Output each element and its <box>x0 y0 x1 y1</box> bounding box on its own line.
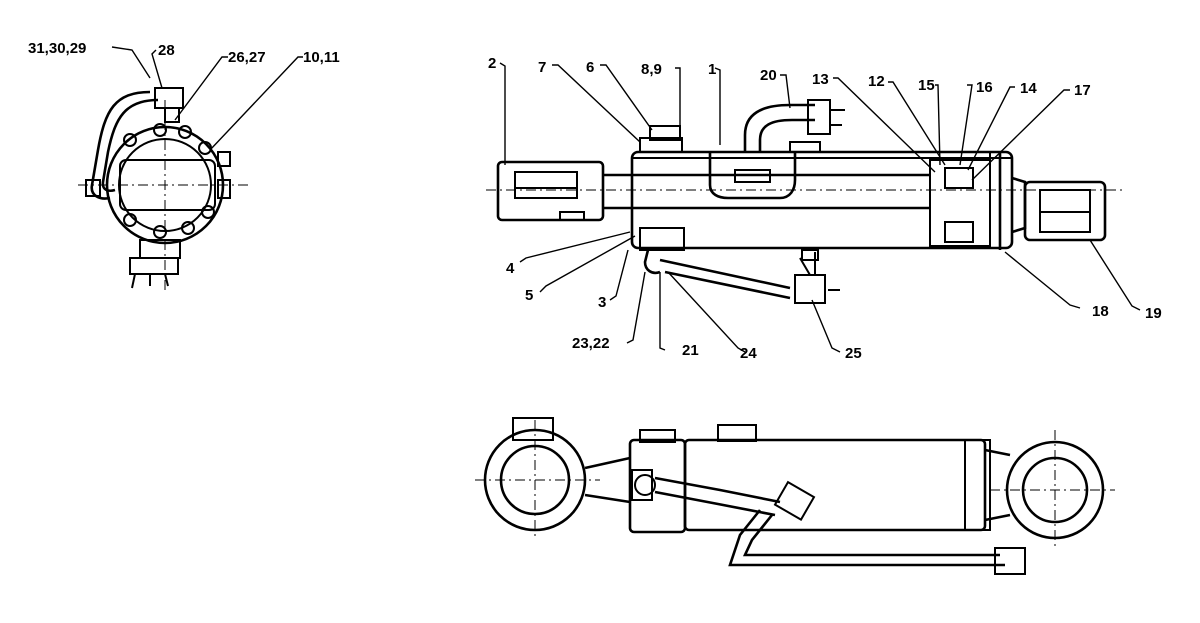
label-2: 2 <box>488 55 496 72</box>
label-3: 3 <box>598 294 606 311</box>
label-17: 17 <box>1074 82 1091 99</box>
bolt-icon <box>181 221 195 235</box>
label-4: 4 <box>506 260 515 277</box>
label-18: 18 <box>1092 303 1109 320</box>
top-view-tube <box>683 438 987 532</box>
bolt-icon <box>153 123 167 137</box>
bolt-icon <box>123 213 137 227</box>
bolt-icon <box>153 225 167 239</box>
label-21: 21 <box>682 342 699 359</box>
label-7: 7 <box>538 59 546 76</box>
label-12: 12 <box>868 73 885 90</box>
label-8-9: 8,9 <box>641 61 662 78</box>
part-labels: 31,30,29 28 26,27 10,11 2 7 6 8,9 1 20 1… <box>28 40 1162 362</box>
label-10-11: 10,11 <box>303 49 340 66</box>
label-19: 19 <box>1145 305 1162 322</box>
side-view <box>486 62 1141 353</box>
label-24: 24 <box>740 345 757 362</box>
label-5: 5 <box>525 287 533 304</box>
rod-eye-left <box>496 160 605 222</box>
bolt-icon <box>123 133 137 147</box>
label-15: 15 <box>918 77 935 94</box>
label-25: 25 <box>845 345 862 362</box>
label-28: 28 <box>158 42 175 59</box>
bolt-icon <box>201 205 215 219</box>
label-23-22: 23,22 <box>572 335 610 352</box>
label-26-27: 26,27 <box>228 49 266 66</box>
label-31-30-29: 31,30,29 <box>28 40 86 57</box>
label-6: 6 <box>586 59 594 76</box>
label-20: 20 <box>760 67 777 84</box>
label-13: 13 <box>812 71 829 88</box>
top-view <box>475 417 1115 575</box>
end-view <box>78 46 303 290</box>
label-14: 14 <box>1020 80 1037 97</box>
label-1: 1 <box>708 61 716 78</box>
bolt-icon <box>178 125 192 139</box>
cylinder-tube <box>630 150 1014 250</box>
label-16: 16 <box>976 79 993 96</box>
rod-eye-right <box>1023 180 1107 242</box>
